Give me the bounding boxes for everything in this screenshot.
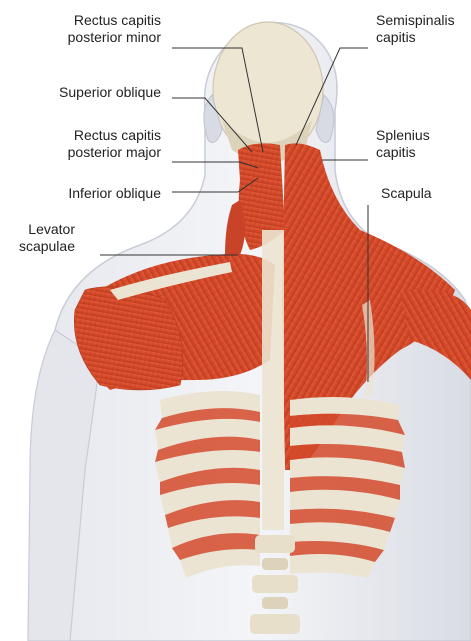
lumbar-vertebrae <box>250 535 300 634</box>
label-scapula: Scapula <box>381 185 432 202</box>
spine-column <box>262 230 284 530</box>
label-levator-scapulae: Levator scapulae <box>19 221 75 255</box>
label-splenius-capitis: Splenius capitis <box>376 127 430 161</box>
label-inferior-oblique: Inferior oblique <box>68 185 161 202</box>
label-semispinalis-capitis: Semispinalis capitis <box>376 12 455 46</box>
label-rectus-capitis-posterior-minor: Rectus capitis posterior minor <box>68 12 161 46</box>
label-superior-oblique: Superior oblique <box>59 84 161 101</box>
label-rectus-capitis-posterior-major: Rectus capitis posterior major <box>68 127 161 161</box>
